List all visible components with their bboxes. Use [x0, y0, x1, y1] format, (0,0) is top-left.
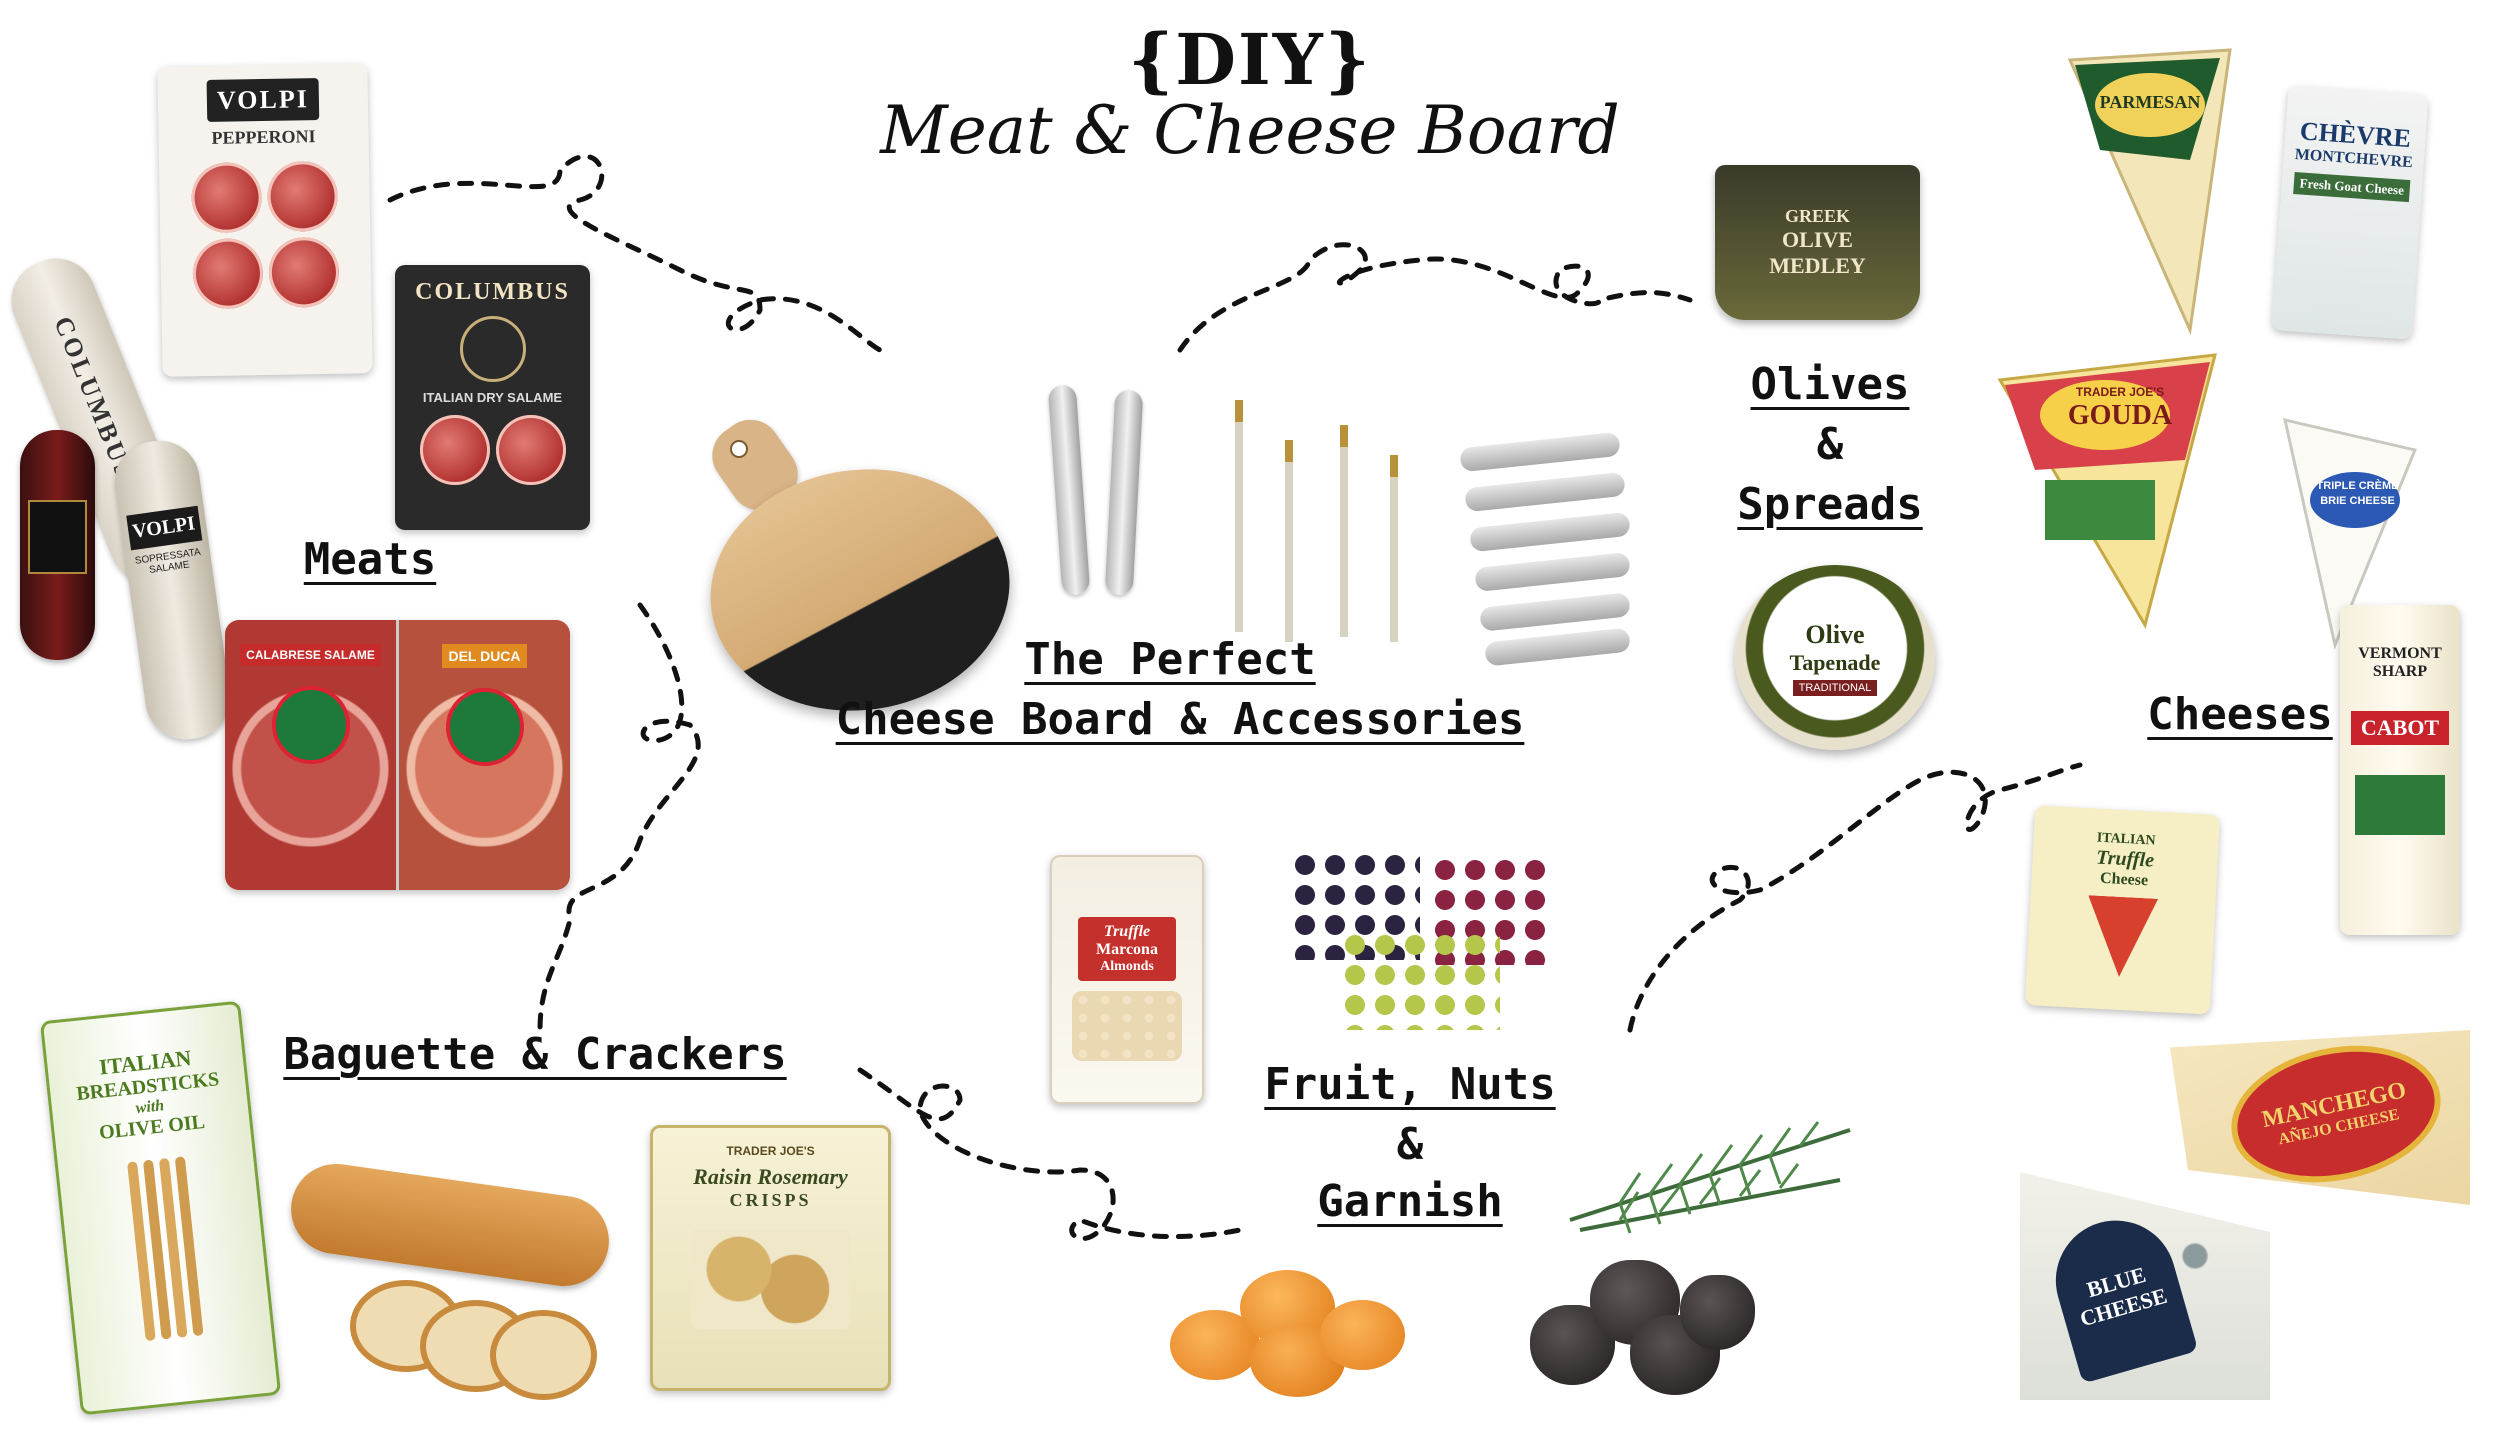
almonds-line3: Almonds: [1100, 959, 1154, 974]
tapenade-line2: Tapenade: [1789, 649, 1881, 675]
section-label-olives-line3: Spreads: [1737, 479, 1923, 530]
greek-olive-medley-tub: GREEK OLIVE MEDLEY: [1715, 165, 1920, 320]
dashed-path-fruit: [1627, 762, 2083, 1033]
section-label-cheeses: Cheeses: [2147, 689, 2333, 740]
dashed-path-meats-down: [537, 602, 701, 1033]
volpi-brand-label: VOLPI: [206, 78, 320, 122]
del-duca-label: DEL DUCA: [442, 644, 527, 668]
chevre-goat-cheese-pack: CHÈVRE MONTCHEVRE Fresh Goat Cheese: [2271, 85, 2429, 340]
cabot-green-panel: [2355, 775, 2445, 835]
almonds-line2: Marcona: [1096, 941, 1158, 958]
columbus-crest-icon: [459, 316, 526, 382]
manchego-seal: MANCHEGO AÑEJO CHEESE: [2218, 1030, 2454, 1201]
cabot-cheddar-pack: VERMONT SHARP CABOT: [2340, 605, 2460, 935]
volpi-pepperoni-pack: VOLPI PEPPERONI: [157, 63, 373, 377]
italian-breadsticks-box: ITALIAN BREADSTICKS with OLIVE OIL: [39, 1000, 282, 1416]
board-hanging-hole: [730, 440, 748, 458]
cheese-pick-2: [1285, 440, 1293, 642]
section-label-fruit-line2: &: [1396, 1119, 1424, 1170]
cheese-markers: [1459, 431, 1631, 667]
cheese-board: [680, 408, 1026, 730]
volpi-stick-name: SOPRESSATA SALAME: [134, 546, 202, 576]
section-label-meats: Meats: [303, 534, 437, 585]
brie-wedge: [2283, 418, 2418, 650]
italian-truffle-cheese: ITALIAN Truffle Cheese: [2024, 805, 2221, 1015]
tapenade-line1: Olive: [1805, 619, 1865, 649]
almonds-line1: Truffle: [1103, 923, 1151, 940]
raisin-rosemary-crisps-box: TRADER JOE'S Raisin Rosemary CRISPS: [650, 1125, 891, 1391]
greek-olive-line1: GREEK: [1784, 206, 1850, 226]
cabot-line1: VERMONT: [2358, 645, 2442, 662]
cheese-pick-4: [1390, 455, 1398, 642]
tapenade-line3: TRADITIONAL: [1792, 679, 1878, 696]
truffle-line3: Cheese: [2099, 869, 2149, 890]
page-title: {DIY}: [1128, 18, 1372, 101]
calabrese-tray: CALABRESE SALAME: [225, 620, 399, 890]
parmesan-label: PARMESAN: [2099, 92, 2201, 112]
brie-line1: TRIPLE CRÈME: [2316, 480, 2399, 492]
truffle-marcona-almonds-bag: Truffle Marcona Almonds: [1050, 855, 1204, 1104]
dried-figs: [1530, 1255, 1760, 1400]
volpi-pepperoni-label: PEPPERONI: [211, 126, 316, 148]
calabrese-label: CALABRESE SALAME: [240, 644, 381, 666]
almonds-label: Truffle Marcona Almonds: [1078, 917, 1176, 981]
del-duca-seal-icon-2: [445, 688, 524, 766]
section-label-olives-line2: &: [1816, 419, 1844, 470]
truffle-line2: Truffle: [2095, 846, 2155, 872]
columbus-product-name: ITALIAN DRY SALAME: [422, 390, 563, 405]
cabot-line2: SHARP: [2372, 663, 2428, 680]
columbus-slices: [419, 415, 566, 485]
gouda-brand: TRADER JOE'S: [2075, 385, 2165, 399]
grapes-bunch: [1290, 830, 1560, 1030]
parmesan-wedge: [2067, 48, 2232, 336]
cheese-pick-3: [1340, 425, 1348, 637]
del-duca-seal-icon: [271, 686, 350, 764]
olive-tapenade-tub: Olive Tapenade TRADITIONAL: [1735, 565, 1935, 750]
dashed-path-board: [1177, 242, 1693, 353]
dashed-path-crackers: [857, 1067, 1243, 1242]
dark-salami-label-icon: [28, 500, 87, 574]
gouda-label: GOUDA: [2067, 400, 2173, 431]
crisps-photo: [690, 1229, 851, 1329]
dashed-path-meats: [387, 153, 883, 353]
page-subtitle: Meat & Cheese Board: [880, 92, 1620, 169]
del-duca-twin-pack: CALABRESE SALAME DEL DUCA: [225, 620, 570, 890]
crisps-line1: Raisin Rosemary: [693, 1164, 848, 1189]
chevre-line3: Fresh Goat Cheese: [2292, 172, 2411, 203]
blue-cheese-label: BLUE CHEESE: [2041, 1206, 2199, 1384]
columbus-brand-label: COLUMBUS: [415, 279, 570, 305]
cabot-line3: CABOT: [2350, 711, 2450, 745]
dark-salami-stick: [20, 430, 95, 660]
breadsticks-illustration: [126, 1156, 204, 1342]
truffle-red-label: [2084, 895, 2158, 979]
dried-apricots: [1170, 1260, 1410, 1400]
cheese-pick-1: [1235, 400, 1243, 632]
section-label-board-line2: Cheese Board & Accessories: [835, 694, 1525, 745]
almonds-contents: [1072, 991, 1182, 1061]
brie-line2: BRIE CHEESE: [2320, 495, 2395, 507]
pepperoni-slices: [159, 160, 372, 310]
rosemary-sprigs: [1569, 1121, 1851, 1234]
crisps-line2: CRISPS: [729, 1190, 812, 1210]
section-label-fruit-line3: Garnish: [1317, 1176, 1503, 1227]
baguette-bread: [285, 1158, 620, 1400]
del-duca-tray: DEL DUCA: [399, 620, 570, 890]
columbus-salame-pack: COLUMBUS ITALIAN DRY SALAME: [395, 265, 590, 530]
section-label-fruit-line1: Fruit, Nuts: [1264, 1059, 1556, 1110]
section-label-baguette: Baguette & Crackers: [283, 1029, 787, 1080]
section-label-board-line1: The Perfect: [1024, 634, 1316, 685]
volpi-stick-brand: VOLPI: [125, 505, 202, 551]
crisps-brand: TRADER JOE'S: [726, 1144, 815, 1158]
section-label-olives-line1: Olives: [1750, 359, 1910, 410]
gouda-wedge: [1997, 353, 2218, 629]
breadsticks-line4: OLIVE OIL: [98, 1110, 206, 1144]
greek-olive-line3: MEDLEY: [1769, 253, 1866, 278]
greek-olive-line2: OLIVE: [1782, 227, 1853, 252]
